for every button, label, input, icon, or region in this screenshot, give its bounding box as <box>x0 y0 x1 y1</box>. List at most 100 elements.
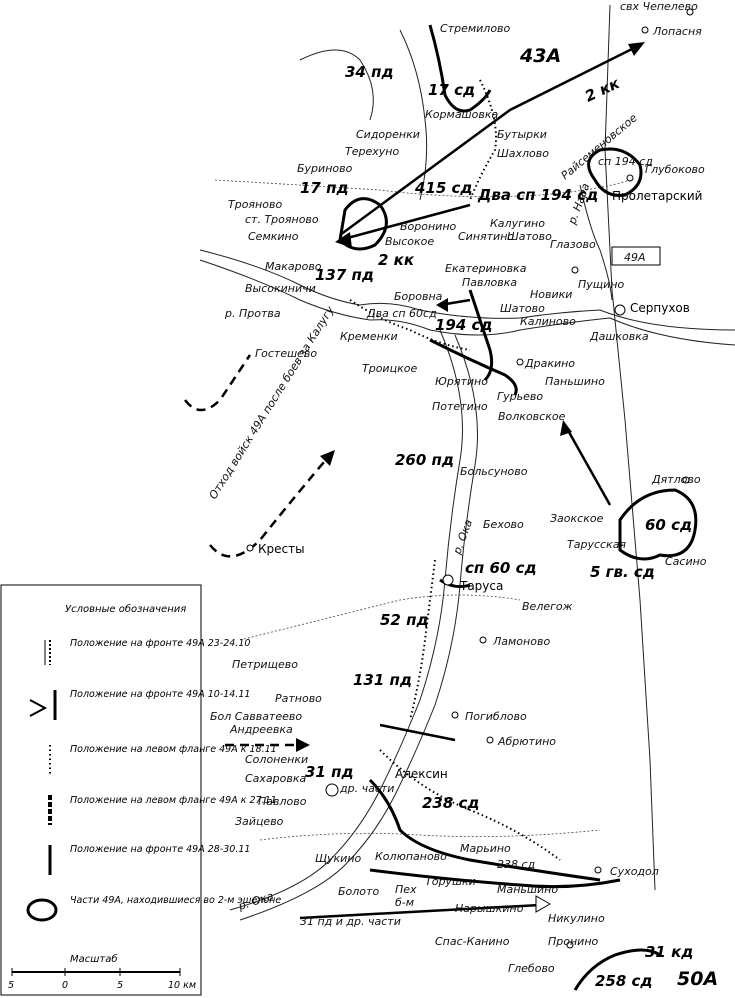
legend-title: Условные обозначения <box>65 603 186 615</box>
town-kalugino: Калугино <box>490 217 545 230</box>
town-dyatlovo: Дятлово <box>651 473 701 486</box>
dash-retreat-3-head <box>296 738 310 752</box>
town-shatovo: Шатово <box>507 230 552 243</box>
town-proletarsky: Пролетарский <box>612 189 702 203</box>
unit-2kk-mid: 2 кк <box>378 251 415 269</box>
front-tarusa <box>439 578 471 589</box>
road-south <box>259 829 601 841</box>
town-guryevo: Гурьево <box>497 390 543 403</box>
army-flag: 49А <box>611 246 661 266</box>
legend-item-3: Положение на левом фланге 49А к 18.11 <box>70 744 277 755</box>
front-hatch-tarusa <box>409 559 436 721</box>
town-troyanovo: Трояново <box>228 198 282 211</box>
town-pronino: Пронино <box>548 935 599 948</box>
town-kormashovka: Кормашовка <box>425 108 498 121</box>
unit-60sd: 60 сд <box>645 516 692 534</box>
arrow-aleksin <box>379 723 456 742</box>
point-lamonovo <box>479 636 487 644</box>
point-serpukhov <box>614 304 626 316</box>
town-ekaterinovka: Екатериновка <box>445 262 527 275</box>
town-shakhlovo: Шахлово <box>497 147 549 160</box>
label-bm: б-м <box>395 896 414 909</box>
town-glebovo: Глебово <box>508 962 555 975</box>
town-marino: Марьино <box>460 842 511 855</box>
town-sakharovka: Сахаровка <box>245 772 307 785</box>
front-aleksin <box>368 778 601 882</box>
oka-river-south-bank <box>239 334 478 921</box>
town-sinyatino: Синятино <box>458 230 514 243</box>
town-labels: свх Чепелево Лопасня Стремилово Кормашов… <box>210 0 707 975</box>
legend: Условные обозначения Положение на фронте… <box>0 584 281 996</box>
dash-retreat-2-head <box>320 450 335 466</box>
town-sidorenki: Сидоренки <box>356 128 420 141</box>
town-novinki: Новики <box>530 288 572 301</box>
town-pogiblovo: Погиблово <box>465 710 527 723</box>
legend-swatch-2 <box>29 699 48 717</box>
town-stremilovo: Стремилово <box>440 22 511 35</box>
town-zaokskoe: Заокское <box>550 512 604 525</box>
town-semkino: Семкино <box>248 230 299 243</box>
town-kolyupanovo: Колюпаново <box>375 850 447 863</box>
point-dyatlovo <box>682 476 690 484</box>
stream-top <box>299 49 374 121</box>
town-lamonovo: Ламоново <box>492 635 550 648</box>
legend-item-6: Части 49А, находившиеся во 2-м эшелоне <box>70 895 281 906</box>
front-yuryatino <box>429 338 518 396</box>
arrow-head-194 <box>436 298 448 312</box>
town-andreevka: Андреевка <box>229 723 293 736</box>
unit-52pd: 52 пд <box>380 611 429 629</box>
town-glazovo: Глазово <box>550 238 596 251</box>
legend-item-2: Положение на фронте 49А 10-14.11 <box>70 689 250 700</box>
unit-2sp194: Два сп 194 сд <box>477 186 598 204</box>
unit-194sd: 194 сд <box>435 316 493 334</box>
town-kremenki: Кременки <box>340 330 398 343</box>
town-pavlovka: Павловка <box>462 276 517 289</box>
arrow-head-60sd <box>560 420 572 436</box>
scale-tick-2: 0 <box>62 980 68 991</box>
second-echelon-194 <box>587 147 643 197</box>
town-petrishchevo: Петрищево <box>232 658 298 671</box>
arrow-head-31pd <box>535 895 552 913</box>
town-vysokovo: Высокое <box>385 235 434 248</box>
town-zaytsevo: Зайцево <box>235 815 284 828</box>
arrow-31pd <box>299 903 541 920</box>
town-tarusskaya: Тарусская <box>567 538 626 551</box>
town-nikulino: Никулино <box>548 912 605 925</box>
legend-item-5: Положение на фронте 49А 28-30.11 <box>70 844 250 855</box>
town-shchukino: Щукино <box>315 852 362 865</box>
point-pronino <box>566 941 574 949</box>
unit-31pd-parts: 31 пд и др. части <box>300 915 401 928</box>
arrow-head-43a <box>628 42 645 56</box>
legend-swatch-6 <box>26 898 58 922</box>
town-solonenki: Солоненки <box>245 753 308 766</box>
town-pushchino: Пущино <box>578 278 624 291</box>
retreat-annotation: Отход войск 49А после боев за Калугу <box>207 304 337 502</box>
town-velegozh: Велегож <box>522 600 573 613</box>
scale-title: Масштаб <box>70 953 118 965</box>
oka-river-south <box>229 329 463 911</box>
flag-label: 49А <box>624 251 646 264</box>
point-lopasnya <box>641 26 649 34</box>
point-aleksin <box>325 783 339 797</box>
front-lines <box>338 24 698 991</box>
dash-retreat-1 <box>184 354 252 412</box>
arrow-60sd <box>563 424 612 506</box>
rivers <box>199 4 735 921</box>
town-aleksin: Алексин <box>395 767 448 781</box>
settlement-points <box>246 8 694 949</box>
unit-260pd: 260 пд <box>395 451 454 469</box>
town-makarovo: Макарово <box>265 260 322 273</box>
stream-stremilovo <box>399 29 428 201</box>
town-butyrki: Бутырки <box>497 128 547 141</box>
town-lopasnya: Лопасня <box>652 25 702 38</box>
point-tarusa <box>442 574 454 586</box>
unit-5gvsd: 5 гв. сд <box>590 563 655 581</box>
front-hatch-top <box>469 79 497 201</box>
town-pavlovo: Павлово <box>258 795 307 808</box>
town-borovna: Боровна <box>394 290 443 303</box>
point-chepelevo <box>686 8 694 16</box>
point-pushchino <box>571 266 579 274</box>
arrow-head-2kk <box>335 232 352 248</box>
town-chepelevo: свх Чепелево <box>620 0 698 13</box>
label-dr-chasti: др. части <box>339 782 394 795</box>
